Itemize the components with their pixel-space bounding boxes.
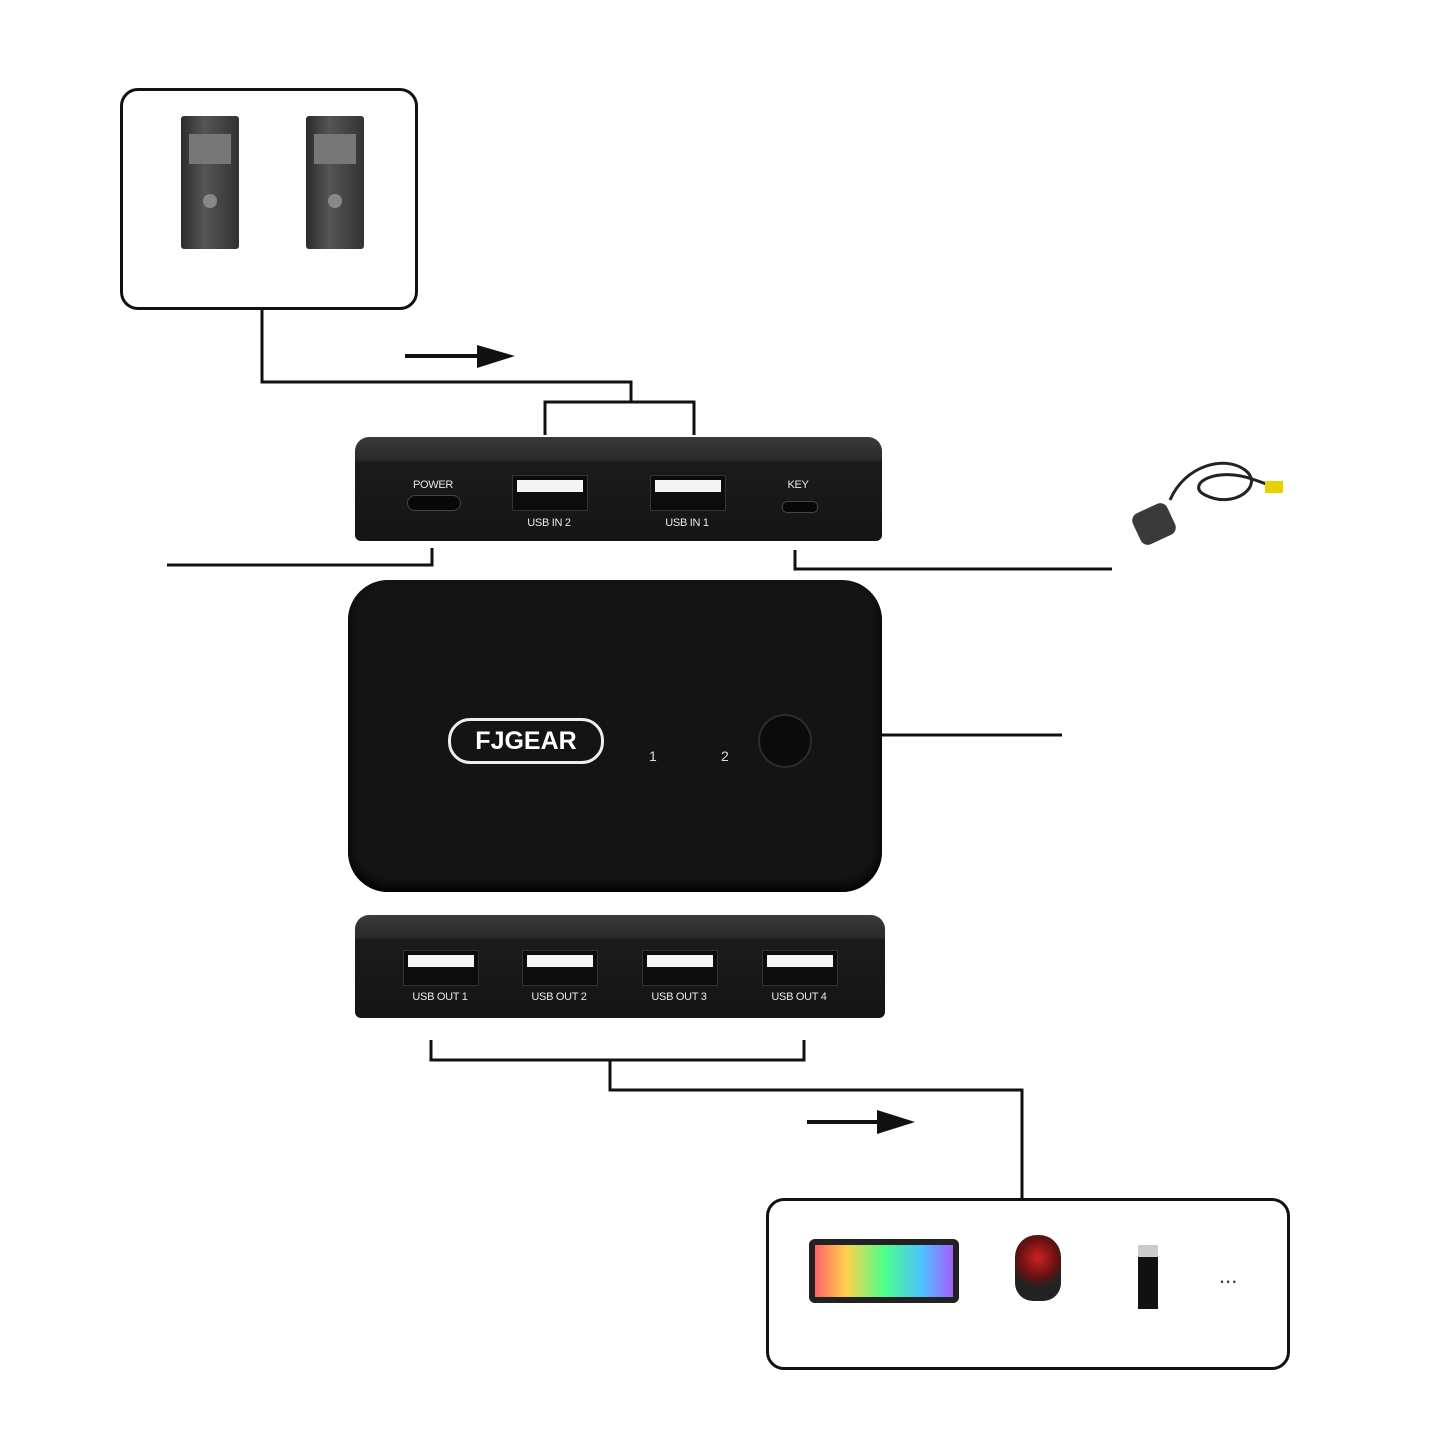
port-label: POWER: [412, 479, 454, 491]
key-line: [793, 550, 1112, 571]
switch-button[interactable]: [758, 714, 812, 768]
usb-out-4-port: [762, 950, 838, 986]
port-label: USB OUT 3: [651, 991, 707, 1003]
port-label: USB OUT 4: [771, 991, 827, 1003]
usb-drive-icon: [1138, 1245, 1158, 1309]
mouse-icon: [1015, 1235, 1061, 1301]
pc-connection-line: [260, 310, 633, 402]
usb-out-1-port: [403, 950, 479, 986]
keyboard-icon: [809, 1239, 959, 1303]
more-peripherals-text: ...: [1219, 1263, 1238, 1288]
micro-usb-port: [782, 501, 818, 513]
usb-out-bracket: [429, 1040, 806, 1062]
port-label: USB OUT 1: [412, 991, 468, 1003]
usb-in-bracket: [543, 400, 696, 435]
usb-c-port: [407, 495, 461, 511]
led-indicator-2: 2: [721, 748, 729, 764]
computers-box: [120, 88, 418, 310]
power-line: [167, 548, 434, 567]
port-label: KEY: [787, 479, 809, 491]
kvm-switch-body: FJGEAR 1 2: [348, 580, 882, 892]
port-label: USB OUT 2: [531, 991, 587, 1003]
usb-in-1-port: [650, 475, 726, 511]
usb-in-2-port: [512, 475, 588, 511]
usb-out-2-port: [522, 950, 598, 986]
input-panel: POWER USB IN 2 USB IN 1 KEY: [355, 437, 882, 541]
arrow-right-icon: [477, 345, 515, 368]
led-indicator-1: 1: [649, 748, 657, 764]
desktop-tower-icon: [306, 116, 364, 249]
peripherals-box: ...: [766, 1198, 1290, 1370]
port-label: USB IN 1: [665, 517, 709, 529]
brand-logo: FJGEAR: [448, 718, 604, 764]
desktop-tower-icon: [181, 116, 239, 249]
output-panel: USB OUT 1 USB OUT 2 USB OUT 3 USB OUT 4: [355, 915, 885, 1018]
peripheral-connection-line: [608, 1060, 1024, 1198]
usb-out-3-port: [642, 950, 718, 986]
port-label: USB IN 2: [527, 517, 571, 529]
wired-remote-key-icon: [1132, 461, 1283, 545]
arrow-right-icon: [877, 1110, 915, 1134]
